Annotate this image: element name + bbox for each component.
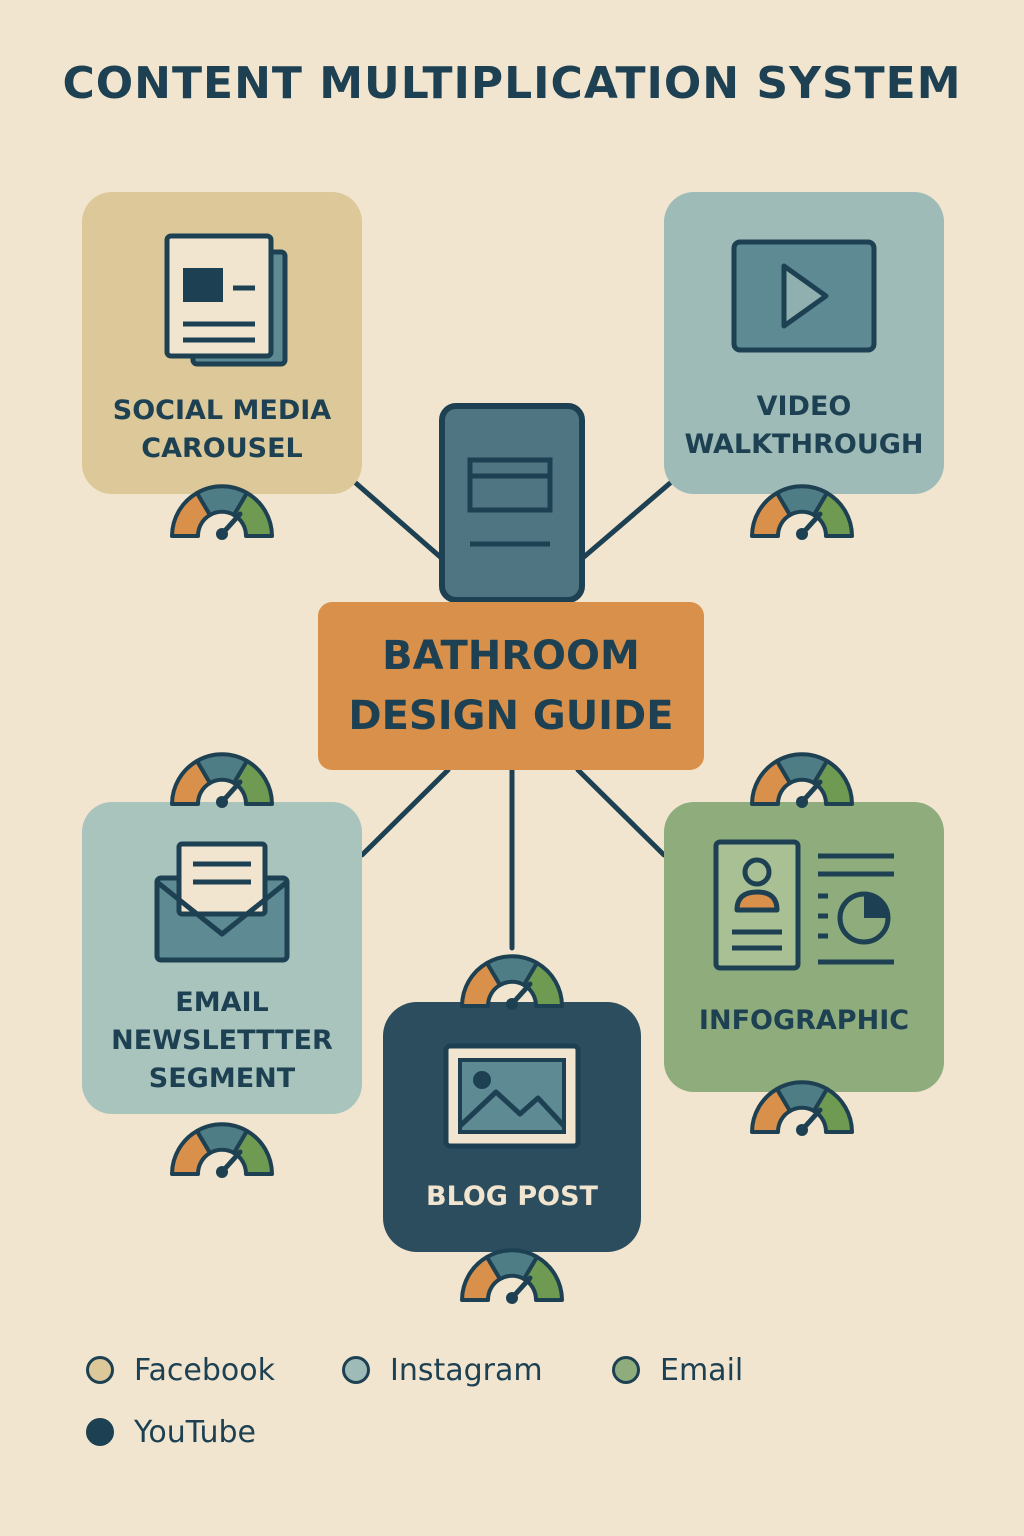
- performance-gauge-icon: [166, 1114, 278, 1180]
- card-label: SOCIAL MEDIA CAROUSEL: [112, 395, 332, 464]
- connector-info: [575, 767, 667, 858]
- hub-bathroom-design-guide: BATHROOM DESIGN GUIDE: [318, 602, 704, 770]
- card-label: BLOG POST: [426, 1181, 598, 1212]
- output-card-social-media-carousel: SOCIAL MEDIA CAROUSEL: [82, 192, 362, 494]
- legend-label: Instagram: [390, 1352, 543, 1388]
- performance-gauge-icon: [746, 476, 858, 542]
- hub-label: BATHROOM DESIGN GUIDE: [348, 633, 674, 739]
- page-title: CONTENT MULTIPLICATION SYSTEM: [62, 58, 962, 109]
- card-label: INFOGRAPHIC: [698, 1005, 910, 1036]
- performance-gauge-icon: [746, 1072, 858, 1138]
- card-label: EMAIL NEWSLETTTER SEGMENT: [111, 987, 333, 1094]
- legend-item-facebook: Facebook: [86, 1345, 275, 1395]
- play-video-icon: [731, 239, 877, 353]
- performance-gauge-icon: [166, 744, 278, 810]
- output-card-video-walkthrough: VIDEO WALKTHROUGH: [664, 192, 944, 494]
- legend-dot-icon: [342, 1356, 370, 1384]
- legend-label: Email: [660, 1352, 744, 1388]
- carousel-icon: [164, 233, 288, 367]
- output-card-email-newsletter: EMAIL NEWSLETTTER SEGMENT: [82, 802, 362, 1114]
- image-icon: [443, 1043, 581, 1149]
- infographic-icon: [713, 839, 894, 971]
- legend-item-instagram: Instagram: [342, 1345, 543, 1395]
- envelope-icon: [154, 841, 290, 963]
- connector-email: [359, 767, 451, 858]
- performance-gauge-icon: [166, 476, 278, 542]
- document-icon: [439, 403, 585, 603]
- performance-gauge-icon: [456, 946, 568, 1012]
- performance-gauge-icon: [746, 744, 858, 810]
- legend-dot-icon: [86, 1418, 114, 1446]
- output-card-infographic: INFOGRAPHIC: [664, 802, 944, 1092]
- legend-label: Facebook: [134, 1352, 275, 1388]
- card-label: VIDEO WALKTHROUGH: [684, 391, 924, 460]
- connector-video: [575, 475, 679, 565]
- legend-item-youtube: YouTube: [86, 1407, 256, 1457]
- legend-dot-icon: [612, 1356, 640, 1384]
- connector-social: [347, 475, 449, 565]
- legend-label: YouTube: [134, 1414, 256, 1450]
- legend-item-email: Email: [612, 1345, 743, 1395]
- performance-gauge-icon: [456, 1240, 568, 1306]
- legend-dot-icon: [86, 1356, 114, 1384]
- output-card-blog-post: BLOG POST: [383, 1002, 641, 1252]
